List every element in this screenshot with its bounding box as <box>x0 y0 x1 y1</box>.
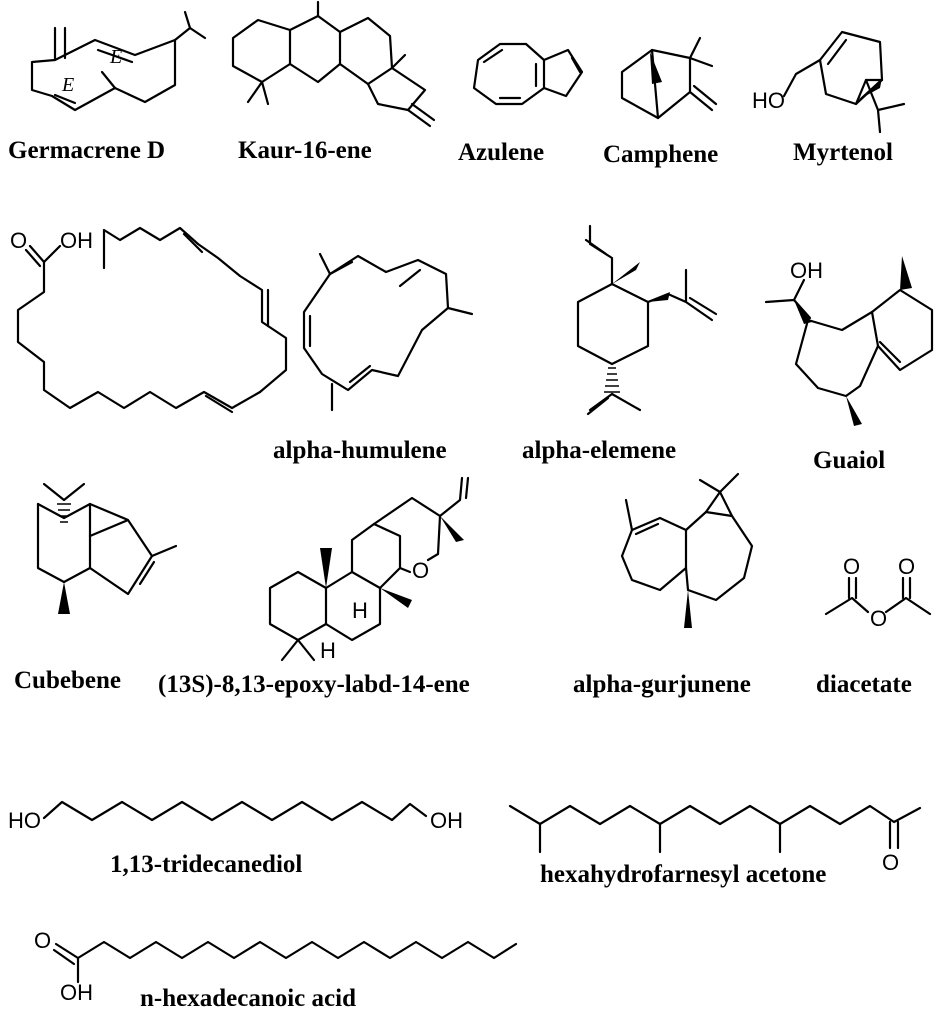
compound-name: Camphene <box>603 141 719 168</box>
atom-label: OH <box>60 980 93 1005</box>
compound-name: alpha-elemene <box>522 437 677 464</box>
compound-name: alpha-gurjunene <box>573 671 751 698</box>
atom-label: OH <box>60 228 93 253</box>
atom-label: O <box>34 928 51 953</box>
compound-name: Azulene <box>458 139 545 166</box>
structure-hexadecanoic-acid: O OH <box>34 928 518 1005</box>
compound-name: alpha-humulene <box>273 437 447 464</box>
structure-germacrene-d: E E <box>30 10 207 112</box>
structure-kaur-16-ene <box>231 0 436 128</box>
atom-label: O <box>843 554 860 579</box>
atom-label: O <box>882 850 899 875</box>
structure-alpha-elemene <box>576 224 718 416</box>
atom-label: O <box>870 606 887 631</box>
structure-hexahydrofarnesyl-acetone: O <box>508 804 922 875</box>
structure-azulene <box>472 42 584 106</box>
atom-label: O <box>898 554 915 579</box>
atom-label: OH <box>430 808 463 833</box>
stereo-label-e: E <box>61 74 74 96</box>
atom-label: O <box>412 558 429 583</box>
atom-label: H <box>352 598 368 623</box>
compound-name: Cubebene <box>14 667 121 694</box>
compound-name: diacetate <box>816 671 912 698</box>
structure-camphene <box>620 36 718 120</box>
structure-guaiol: OH <box>764 256 934 426</box>
atom-label: HO <box>752 88 785 113</box>
compound-name: (13S)-8,13-epoxy-labd-14-ene <box>158 671 470 698</box>
structure-epoxy-labdene: O H H <box>268 476 470 663</box>
structure-diacetate: O O O <box>824 554 932 631</box>
compound-name: 1,13-tridecanediol <box>110 851 303 878</box>
atom-label: OH <box>790 258 823 283</box>
stereo-label-e: E <box>109 46 122 68</box>
compound-name: Myrtenol <box>793 139 893 166</box>
atom-label: HO <box>8 808 41 833</box>
compound-name: Kaur-16-ene <box>238 137 372 164</box>
compound-name: hexahydrofarnesyl acetone <box>540 861 827 888</box>
structure-alpha-humulene <box>302 252 474 412</box>
structure-fatty-acid-chain: O OH <box>10 226 288 414</box>
compound-name: n-hexadecanoic acid <box>140 985 356 1012</box>
structure-tridecanediol: HO OH <box>8 800 463 833</box>
atom-label: H <box>320 638 336 663</box>
compound-name: Guaiol <box>813 447 886 474</box>
structure-myrtenol: HO <box>752 30 906 134</box>
compound-name: Germacrene D <box>8 137 166 164</box>
structure-cubebene <box>36 482 178 614</box>
structure-alpha-gurjunene <box>620 472 754 628</box>
atom-label: O <box>10 228 27 253</box>
